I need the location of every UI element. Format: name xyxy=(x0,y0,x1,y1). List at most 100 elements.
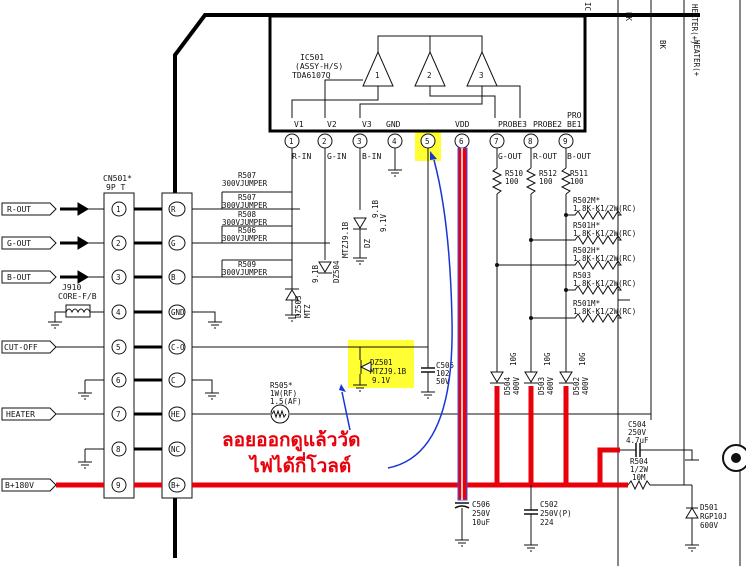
pin-func-r-in: R-IN xyxy=(292,152,311,161)
dz503-val: 9.1B xyxy=(311,264,320,283)
ic-internal-wire-1 xyxy=(377,35,431,52)
gnd-symbol-cn xyxy=(208,321,222,329)
d501-v2: 600V xyxy=(700,521,719,530)
cable-label-bk-2: BK xyxy=(658,40,667,50)
diode-d503 xyxy=(524,371,538,384)
jumper-value-3: 300VJUMPER xyxy=(222,218,268,227)
ic-pin-4: 4 xyxy=(387,133,403,149)
svg-text:2: 2 xyxy=(427,71,432,80)
annotation-arrowhead-2 xyxy=(430,151,437,160)
jack-pin-label: NC xyxy=(171,445,180,454)
jumper-ref-1: R507 xyxy=(238,171,256,180)
ic-internal-wire-6 xyxy=(429,86,496,118)
plug-pin-number: 1 xyxy=(116,205,121,214)
annotation-line-2: ไฟได้กี่โวลต์ xyxy=(248,452,351,477)
svg-text:1: 1 xyxy=(289,137,294,146)
ic501-ref: IC501 xyxy=(300,53,324,62)
zener-dz503 xyxy=(285,288,299,322)
jumper-ref-4: R506 xyxy=(238,226,257,235)
plug-pin-number: 6 xyxy=(116,376,121,385)
cn501-ref: CN501* xyxy=(103,174,132,183)
signal-b-plus-180v[interactable]: B+180V xyxy=(1,478,57,492)
capacitor-c502 xyxy=(524,485,538,552)
ic-label-be1: BE1 xyxy=(567,120,582,129)
ic-label-v3: V3 xyxy=(362,120,372,129)
svg-text:CUT-OFF: CUT-OFF xyxy=(4,343,38,352)
j910-coil xyxy=(65,308,91,314)
capacitor-c504 xyxy=(620,443,684,457)
signal-r-out[interactable]: R-OUT xyxy=(1,202,57,216)
wire-c-bus xyxy=(192,379,213,393)
j910-core-box xyxy=(65,304,91,318)
j910-ground xyxy=(48,321,62,329)
ic-pin-7: 7 xyxy=(489,133,505,149)
rc-resistor-value: 1.8K-K1/2W(RC) xyxy=(573,229,636,238)
rc-resistor-ref: R503 xyxy=(573,271,591,280)
gnd-pin4 xyxy=(388,148,402,177)
cable-label-bk-1: BK xyxy=(624,12,633,22)
rc-resistor-ref: R501H* xyxy=(573,221,600,230)
ic-label-v1: V1 xyxy=(294,120,304,129)
r505-v2: 1.5(AF) xyxy=(270,397,302,406)
pin-func-b-in: B-IN xyxy=(362,152,381,161)
ic-internal-wire-7 xyxy=(359,86,483,118)
r504-v1: 1/2W xyxy=(630,465,649,474)
j910-wire xyxy=(54,311,104,322)
ic-pin-2: 2 xyxy=(317,133,333,149)
svg-text:R-OUT: R-OUT xyxy=(7,205,31,214)
signal-heater[interactable]: HEATER xyxy=(1,407,57,421)
top-right-ic-text: IC xyxy=(583,2,592,11)
ic-label-pro: PRO xyxy=(567,111,582,120)
signal-cut-off[interactable]: CUT-OFF xyxy=(1,340,57,354)
rc-resistor-5: R501M*1.8K-K1/2W(RC) xyxy=(529,299,636,323)
cable-label-heater-1: HEATER(+) xyxy=(690,4,699,45)
pin-func-b-out: B-OUT xyxy=(567,152,591,161)
signal-g-out[interactable]: G-OUT xyxy=(1,236,57,250)
svg-text:7: 7 xyxy=(494,137,499,146)
ic-internal-wire-3 xyxy=(497,85,521,118)
ic-label-probe2: PROBE2 xyxy=(533,120,562,129)
dz503-mtz: MTZ xyxy=(303,304,312,318)
dz501-value: MTZJ9.1B xyxy=(370,367,407,376)
c504-v2: 4.7uF xyxy=(626,436,649,445)
c505-v1: 102 xyxy=(436,369,450,378)
svg-text:3: 3 xyxy=(357,137,362,146)
ic-pin-5: 5 xyxy=(420,133,436,149)
svg-text:B+180V: B+180V xyxy=(5,481,34,490)
c505-ref: C505 xyxy=(436,361,454,370)
dz504-ref: DZ504 xyxy=(332,260,341,283)
c502-ref: C502 xyxy=(540,500,558,509)
cable-label-heater-2: HEATER(+ xyxy=(692,40,701,77)
d502-val: 400V xyxy=(581,376,590,395)
ic501-part: TDA6107Q xyxy=(292,71,331,80)
plug-pin-number: 2 xyxy=(116,239,121,248)
ic-label-gnd: GND xyxy=(386,120,401,129)
svg-text:4: 4 xyxy=(392,137,397,146)
jumper-ref-5: R509 xyxy=(238,260,256,269)
gnd-symbol-plug-6 xyxy=(78,379,104,400)
d503-val: 400V xyxy=(546,376,555,395)
cn501-size: 9P T xyxy=(106,183,125,192)
signal-b-out[interactable]: B-OUT xyxy=(1,270,57,284)
ic-label-v2: V2 xyxy=(327,120,337,129)
d504-ref: D504 xyxy=(503,376,512,395)
c504-v1: 250V xyxy=(628,428,647,437)
svg-text:9: 9 xyxy=(563,137,568,146)
ic-pin-8: 8 xyxy=(523,133,539,149)
j910-ref: J910 xyxy=(62,283,81,292)
rc-resistor-value: 1.8K-K1/2W(RC) xyxy=(573,204,636,213)
dz501-ref: DZ501 xyxy=(370,358,393,367)
gnd-symbol-plug-8 xyxy=(78,448,104,469)
rc-resistor-2: R501H*1.8K-K1/2W(RC) xyxy=(529,221,636,245)
plug-pin-number: 8 xyxy=(116,445,121,454)
ic-label-probe3: PROBE3 xyxy=(498,120,527,129)
plug-pin-number: 9 xyxy=(116,481,121,490)
rc-resistor-ref: R502M* xyxy=(573,196,600,205)
jack-pin-label: HE xyxy=(171,410,181,419)
r510-ref: R510 xyxy=(505,169,524,178)
ic-pin-1: 1 xyxy=(284,133,300,149)
plug-pin-number: 3 xyxy=(116,273,121,282)
